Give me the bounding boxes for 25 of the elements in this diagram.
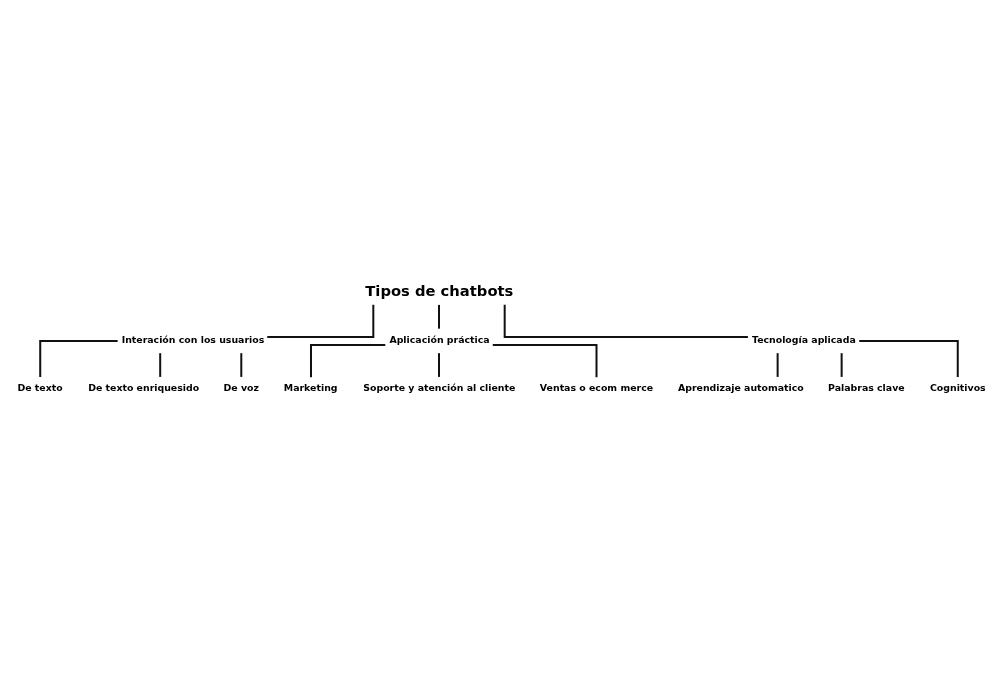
node-text: Cognitivos bbox=[929, 381, 986, 393]
node-text: Marketing bbox=[283, 381, 338, 393]
node-text: De voz bbox=[223, 381, 259, 393]
node-text: De texto bbox=[17, 381, 63, 393]
connector bbox=[159, 352, 162, 377]
connector bbox=[503, 304, 748, 338]
node-text: De texto enriquesido bbox=[88, 381, 200, 393]
node-text: Tecnología aplicada bbox=[751, 333, 856, 345]
connector bbox=[39, 339, 118, 377]
node-text: Soporte y atención al cliente bbox=[363, 381, 516, 393]
connector bbox=[240, 352, 243, 377]
connector bbox=[776, 352, 779, 377]
connector bbox=[438, 304, 440, 329]
connector bbox=[267, 304, 375, 338]
connector bbox=[310, 343, 386, 377]
connector bbox=[438, 352, 440, 377]
connector bbox=[840, 352, 843, 377]
node-text: Aplicación práctica bbox=[389, 333, 490, 345]
node-text: Palabras clave bbox=[828, 381, 905, 393]
connector bbox=[492, 343, 598, 377]
connector bbox=[859, 339, 959, 377]
node-text: Interación con los usuarios bbox=[121, 333, 265, 345]
node-text: Aprendizaje automatico bbox=[677, 381, 804, 393]
node-text: Tipos de chatbots bbox=[365, 281, 514, 299]
node-text: Ventas o ecom merce bbox=[539, 381, 654, 393]
